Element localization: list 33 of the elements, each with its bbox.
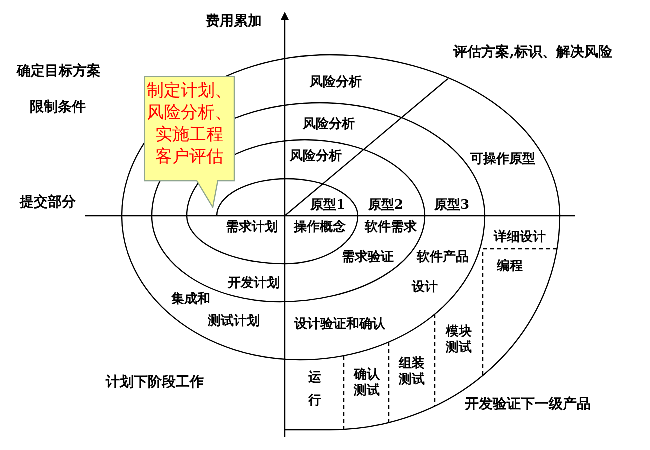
- region-label: 风险分析: [290, 149, 342, 165]
- callout-text: 实施工程客户评估: [154, 124, 224, 168]
- region-label: 操作概念: [294, 220, 346, 236]
- region-label: 需求验证: [342, 250, 394, 266]
- region-label: 原型2: [368, 198, 404, 214]
- region-label: 详细设计: [494, 230, 546, 246]
- region-label: 需求计划: [226, 220, 278, 236]
- region-label: 集成和: [172, 292, 210, 308]
- region-label: 组装测试: [398, 356, 426, 388]
- region-label: 软件需求: [365, 220, 417, 236]
- region-label: 风险分析: [310, 75, 362, 91]
- region-label: 模块测试: [446, 324, 472, 356]
- stage-label: 限制条件: [30, 100, 86, 116]
- region-label: 软件产品: [417, 250, 469, 266]
- stage-label: 开发验证下一级产品: [465, 396, 591, 414]
- region-label: 可操作原型: [470, 152, 536, 168]
- region-label: 设计验证和确认: [294, 317, 386, 333]
- region-label: 原型1: [310, 198, 346, 214]
- callout-box: [144, 76, 235, 208]
- stage-label: 提交部分: [20, 194, 76, 212]
- region-label: 确认测试: [354, 367, 380, 399]
- region-label: 设计: [412, 280, 438, 296]
- region-label: 风险分析: [303, 117, 355, 133]
- region-label: 开发计划: [228, 276, 280, 292]
- stage-label: 评估方案,标识、解决风险: [454, 44, 612, 62]
- region-label: 原型3: [434, 198, 470, 214]
- stage-label: 计划下阶段工作: [106, 374, 204, 392]
- region-label: 测试计划: [208, 314, 260, 330]
- stage-label: 确定目标方案: [17, 64, 101, 80]
- callout-text: 制定计划、风险分析、: [146, 80, 233, 124]
- region-label: 编程: [497, 259, 523, 275]
- axis-label: 费用累加: [206, 14, 262, 30]
- region-label: 运行: [308, 370, 322, 411]
